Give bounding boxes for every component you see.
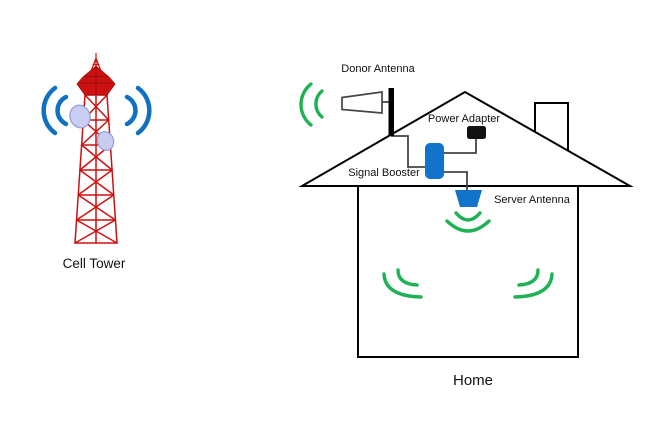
cell-tower-icon [69, 52, 118, 244]
donor-antenna-group [299, 82, 394, 136]
green-signal-waves-right [513, 268, 554, 299]
booster-box-icon [425, 143, 444, 179]
tower-dish-icon [69, 104, 91, 129]
power-adapter-icon [467, 126, 486, 139]
donor-to-booster-wire [391, 135, 426, 168]
green-signal-waves-center [445, 211, 491, 233]
tower-spire [90, 52, 102, 71]
house-icon [298, 90, 634, 358]
blue-signal-waves-left [41, 85, 69, 136]
donor-antenna-label: Donor Antenna [341, 63, 415, 75]
server-antenna-label: Server Antenna [494, 194, 570, 206]
green-signal-waves-donor [299, 82, 324, 127]
wiring [391, 135, 477, 191]
server-antenna-icon [455, 190, 482, 207]
blue-signal-waves-right [124, 85, 152, 136]
signal-booster-label: Signal Booster [348, 167, 420, 179]
tower-head [76, 65, 116, 96]
tower-lattice [74, 73, 118, 244]
power-adapter-label: Power Adapter [427, 113, 501, 125]
booster-to-server-wire [443, 171, 468, 191]
horn-antenna-icon [341, 91, 383, 114]
tower-dish-icon [96, 131, 115, 151]
house-body [357, 185, 579, 358]
home-label: Home [452, 372, 494, 389]
booster-to-adapter-wire [443, 139, 477, 154]
house-chimney [534, 102, 569, 151]
green-signal-waves-left [382, 268, 423, 299]
cell-tower-label: Cell Tower [62, 256, 126, 271]
antenna-mast-icon [388, 88, 394, 136]
